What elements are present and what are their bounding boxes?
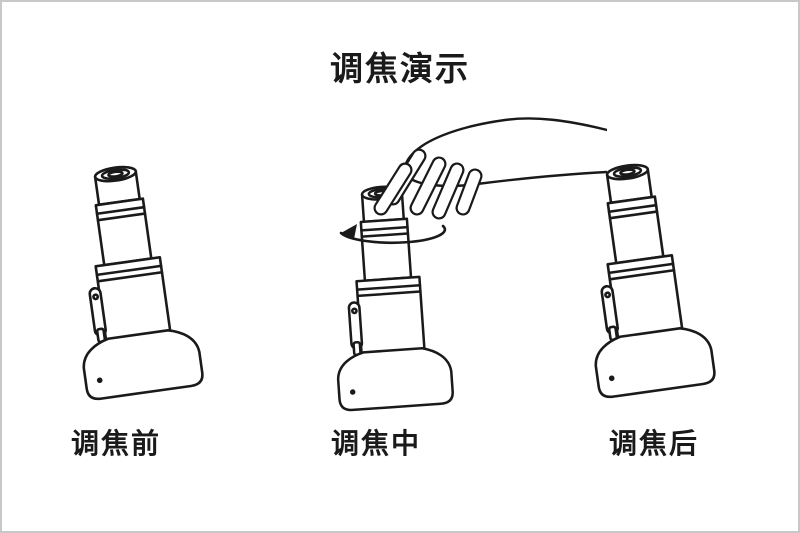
device-icon	[55, 158, 206, 402]
figure-during-focusing	[267, 96, 607, 426]
rotation-arrow-icon	[339, 224, 447, 245]
hand-icon	[373, 117, 607, 220]
diagram-title: 调焦演示	[330, 49, 470, 88]
figure-before-focusing	[38, 120, 258, 430]
stage-label-after: 调焦后	[608, 427, 699, 460]
figure-after-focusing	[550, 118, 770, 428]
stage-label-before: 调焦前	[70, 427, 161, 460]
device-icon	[567, 156, 718, 400]
device-with-hand-icon	[323, 117, 607, 413]
stage-label-during: 调焦中	[330, 427, 421, 460]
